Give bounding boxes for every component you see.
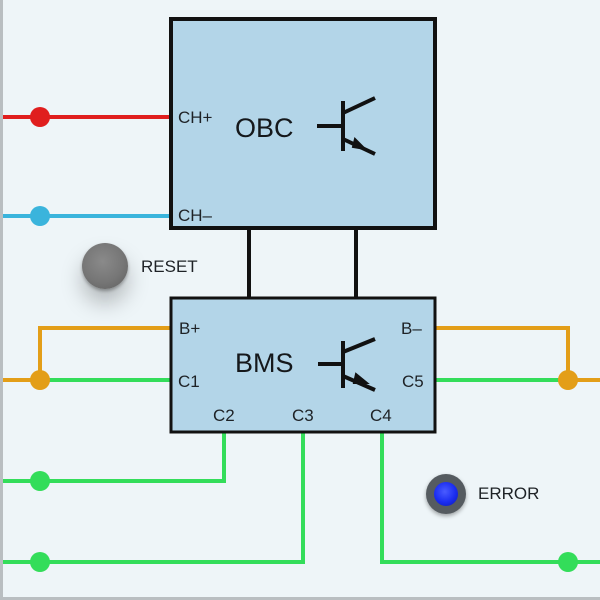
wire-b-plus (38, 326, 171, 380)
port-c4: C4 (370, 406, 392, 425)
port-c2: C2 (213, 406, 235, 425)
wire-c2 (3, 432, 226, 483)
obc-transistor-icon (317, 96, 376, 156)
wire-b-minus (435, 326, 570, 380)
port-b-minus: B– (401, 319, 422, 338)
wire-c4 (380, 432, 600, 564)
port-ch-minus: CH– (178, 206, 213, 225)
node-b-plus-c1[interactable] (30, 370, 50, 390)
obc-block[interactable] (169, 17, 437, 230)
error-led-light (434, 482, 458, 506)
port-c1: C1 (178, 372, 200, 391)
wire-c3 (3, 432, 305, 564)
bms-title: BMS (235, 348, 294, 378)
port-c3: C3 (292, 406, 314, 425)
reset-label: RESET (141, 257, 198, 276)
bms-transistor-icon (318, 337, 376, 392)
port-c5: C5 (402, 372, 424, 391)
bms-block[interactable] (169, 296, 437, 434)
reset-button[interactable] (82, 243, 128, 289)
node-b-minus-c5[interactable] (558, 370, 578, 390)
port-ch-plus: CH+ (178, 108, 213, 127)
node-c4[interactable] (558, 552, 578, 572)
error-led-indicator (426, 474, 466, 514)
node-c2[interactable] (30, 471, 50, 491)
node-c3[interactable] (30, 552, 50, 572)
port-b-plus: B+ (179, 319, 201, 338)
obc-title: OBC (235, 113, 294, 143)
node-ch-minus[interactable] (30, 206, 50, 226)
error-label: ERROR (478, 484, 540, 503)
wiring-layer (3, 17, 600, 572)
node-ch-plus[interactable] (30, 107, 50, 127)
